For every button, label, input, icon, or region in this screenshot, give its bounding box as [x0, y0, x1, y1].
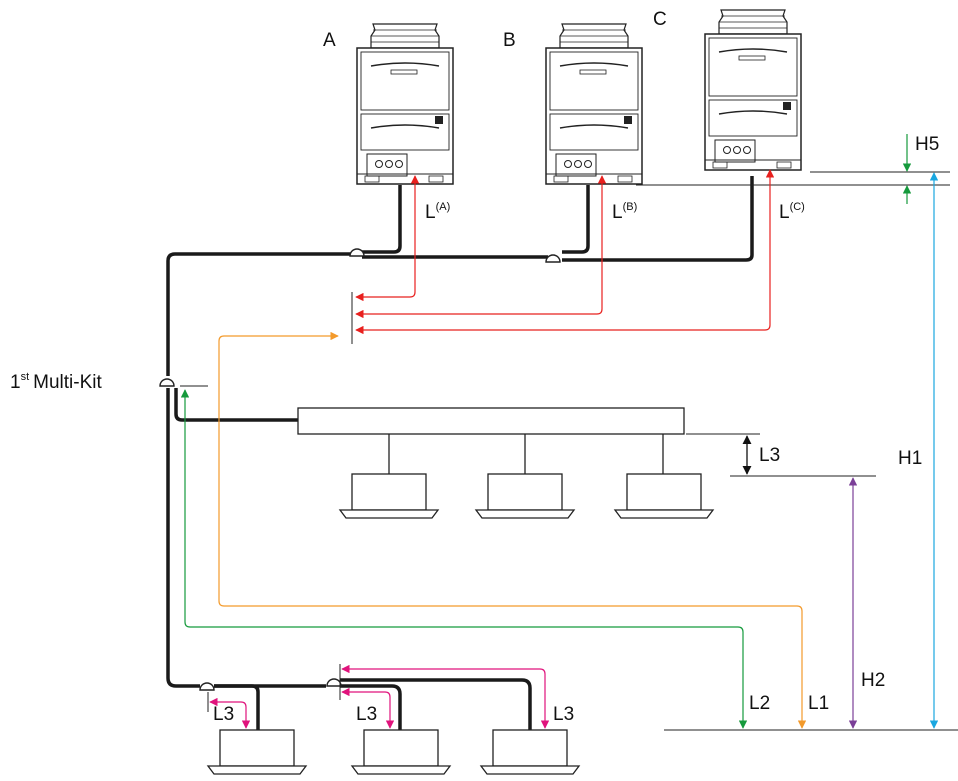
- l-b-sup: (B): [623, 201, 638, 213]
- l-b-text: L: [612, 202, 623, 223]
- l1-label: L1: [808, 693, 829, 714]
- l-a-text: L: [425, 202, 436, 223]
- upper-indoor-group: [297, 407, 714, 519]
- outdoor-unit-icon: [545, 23, 643, 185]
- y-joint-icon: [326, 678, 342, 687]
- svg-text:L(B): L(B): [612, 201, 637, 223]
- outdoor-unit-a-label: A: [323, 30, 336, 51]
- h5-label: H5: [915, 134, 939, 155]
- l-c-text: L: [779, 202, 790, 223]
- l2-label: L2: [749, 693, 770, 714]
- l3-bottom-mid-label: L3: [356, 704, 377, 725]
- multi-kit-sup: st: [21, 371, 30, 383]
- refrigerant-pipes: [166, 176, 754, 730]
- outdoor-unit-b-label: B: [503, 30, 516, 51]
- svg-text:L(C): L(C): [779, 201, 805, 223]
- svg-text:L(A): L(A): [425, 201, 450, 223]
- cassette-indoor-unit-icon: [480, 729, 580, 775]
- cassette-indoor-unit-icon: [614, 473, 714, 519]
- outdoor-unit-c-label: C: [653, 9, 667, 30]
- l2-dimension-arrow: [180, 389, 748, 729]
- cassette-indoor-unit-icon: [207, 729, 307, 775]
- y-joint-icon: [199, 682, 215, 691]
- cassette-indoor-unit-icon: [475, 473, 575, 519]
- l-a-sup: (A): [436, 201, 451, 213]
- y-joint-icon: [159, 378, 175, 387]
- multi-kit-prefix: 1: [10, 372, 21, 393]
- l-abc-dimensions: [355, 169, 775, 335]
- l3-bottom-left-label: L3: [213, 704, 234, 725]
- y-joint-icon: [545, 254, 561, 263]
- l-c-label: L(C): [779, 201, 805, 223]
- multi-kit-text: Multi-Kit: [33, 372, 102, 393]
- h2-label: H2: [861, 670, 885, 691]
- l-c-sup: (C): [790, 201, 805, 213]
- outdoor-unit-b: [545, 23, 643, 185]
- l3-upper-label: L3: [759, 445, 780, 466]
- cassette-indoor-unit-icon: [339, 473, 439, 519]
- l3-bottom-arrows: [209, 664, 550, 729]
- outdoor-unit-icon: [704, 9, 802, 171]
- h1-label: H1: [898, 448, 922, 469]
- outdoor-unit-icon: [356, 23, 454, 185]
- cassette-indoor-unit-icon: [351, 729, 451, 775]
- distribution-header: [297, 407, 685, 435]
- y-joint-icon: [349, 248, 365, 257]
- l-b-label: L(B): [612, 201, 637, 223]
- lower-indoor-group: [207, 729, 580, 775]
- l3-bottom-right-label: L3: [553, 704, 574, 725]
- outdoor-unit-c: [704, 9, 802, 171]
- l-a-label: L(A): [425, 201, 450, 223]
- outdoor-unit-a: [356, 23, 454, 185]
